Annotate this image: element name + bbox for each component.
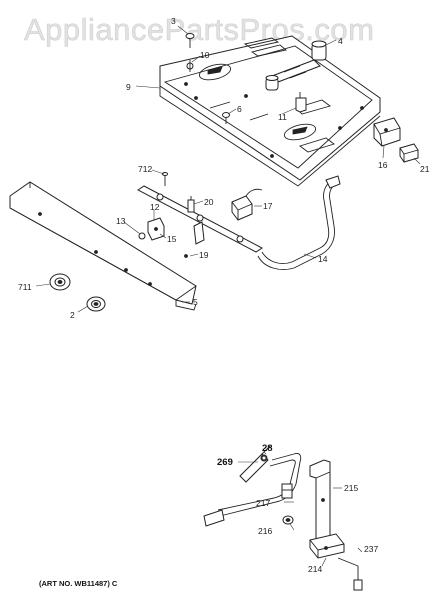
callout-17: 17	[263, 201, 273, 211]
callout-3: 3	[171, 16, 176, 26]
bracket-19	[184, 221, 205, 258]
screw-3	[185, 33, 195, 48]
callout-217: 217	[256, 498, 270, 508]
callout-19: 19	[199, 250, 209, 260]
knob-711	[49, 273, 71, 291]
callout-14: 14	[318, 254, 328, 264]
callout-labels: 3 4 10 9 6 11 16 21 712 20 17 12 13 15 1…	[18, 16, 430, 574]
fastener-10	[186, 60, 194, 72]
callout-9: 9	[126, 82, 131, 92]
watermark-text: AppliancePartsPros.com	[24, 12, 374, 47]
callout-215: 215	[344, 483, 358, 493]
callout-216: 216	[258, 526, 272, 536]
orifice-28	[261, 445, 271, 461]
switch-16	[373, 117, 401, 147]
callout-21: 21	[420, 164, 430, 174]
control-panel-5	[9, 181, 197, 311]
connector-21	[399, 143, 419, 163]
callout-5: 5	[193, 297, 198, 307]
art-number: (ART NO. WB11487) C	[39, 579, 118, 588]
valve-15	[138, 217, 165, 241]
callout-12: 12	[150, 202, 160, 212]
callout-2: 2	[70, 310, 75, 320]
callout-269: 269	[217, 457, 233, 468]
callout-15: 15	[167, 234, 177, 244]
burner-box-assembly	[159, 35, 381, 187]
bracket-215	[309, 459, 331, 545]
callout-4: 4	[338, 36, 343, 46]
callout-237: 237	[364, 544, 378, 554]
leader-lines	[35, 25, 421, 567]
gas-tube-14	[257, 175, 341, 270]
callout-711: 711	[18, 282, 32, 292]
orifice-20	[187, 196, 195, 213]
callout-10: 10	[200, 50, 210, 60]
callout-13: 13	[116, 216, 126, 226]
callout-16: 16	[378, 160, 388, 170]
valve-214	[309, 533, 345, 559]
fitting-217	[281, 483, 293, 499]
gas-tube-lower	[203, 453, 302, 527]
callout-214: 214	[308, 564, 322, 574]
callout-20: 20	[204, 197, 214, 207]
screw-712	[162, 172, 168, 186]
callout-712: 712	[138, 164, 152, 174]
manifold-pipe	[137, 185, 263, 253]
knob-2	[86, 296, 106, 312]
fastener-6	[222, 112, 230, 124]
callout-28: 28	[262, 443, 273, 454]
nut-216	[282, 515, 294, 525]
valve-17	[231, 188, 263, 221]
callout-6: 6	[237, 104, 242, 114]
callout-11: 11	[278, 112, 287, 122]
igniter-237	[337, 557, 363, 591]
igniter-assembly	[265, 40, 327, 91]
